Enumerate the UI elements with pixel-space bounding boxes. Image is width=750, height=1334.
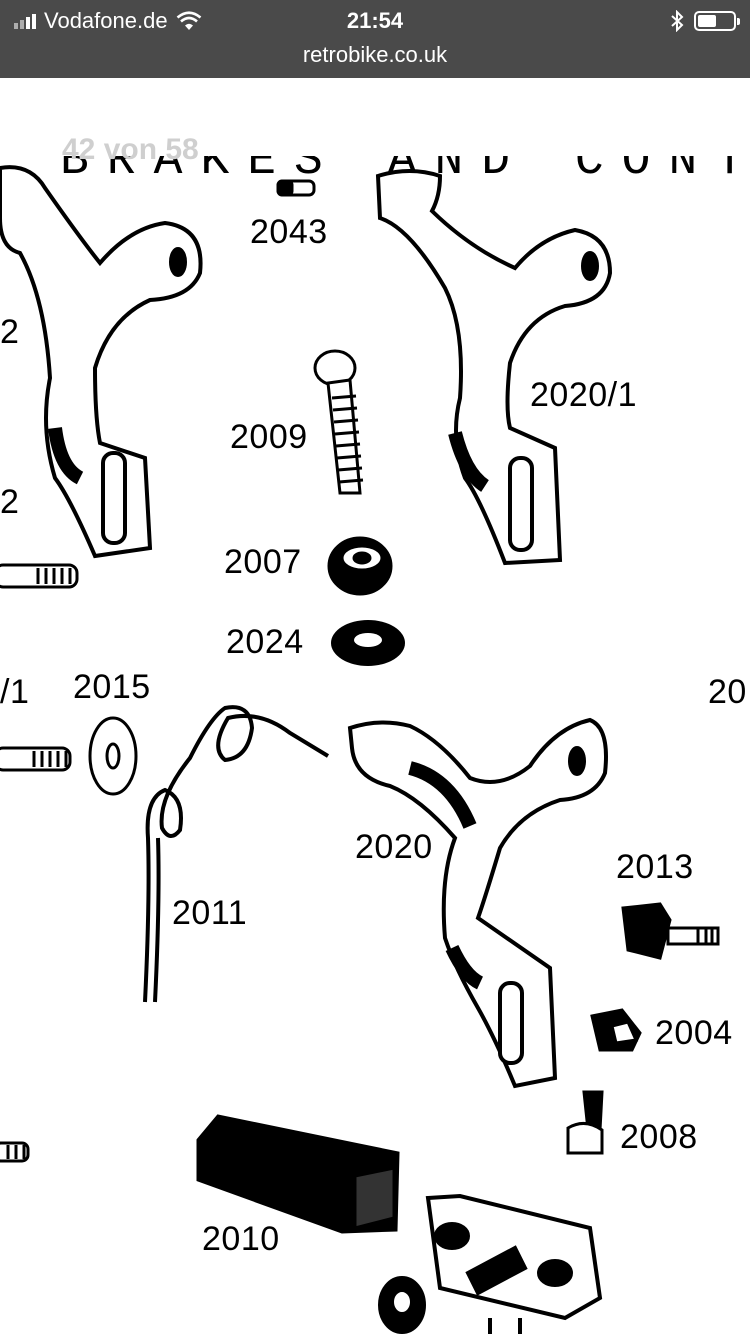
- part-2008-screw: [566, 1090, 604, 1155]
- bracket-assembly-bottom: [378, 1193, 603, 1334]
- part-2043-bolt: [276, 179, 316, 197]
- signal-icon: [14, 13, 36, 29]
- pin-left-top: [0, 563, 79, 589]
- pin-left-mid: [0, 746, 72, 772]
- wifi-icon: [176, 11, 201, 30]
- label-2013: 2013: [616, 848, 694, 886]
- label-2043: 2043: [250, 213, 328, 251]
- battery-icon: [694, 11, 740, 31]
- label-edge-left-2a: 2: [0, 313, 20, 351]
- label-edge-right-20: 20: [708, 673, 747, 711]
- label-edge-left-1: /1: [0, 673, 30, 711]
- part-2011-spring: [143, 705, 330, 1003]
- part-2007-nut: [327, 536, 393, 596]
- part-2009-bolt: [313, 349, 364, 495]
- label-2015: 2015: [73, 668, 151, 706]
- lever-left-partial: [0, 165, 203, 559]
- clock: 21:54: [346, 8, 404, 33]
- part-2004-block: [590, 1008, 642, 1052]
- label-2020: 2020: [355, 828, 433, 866]
- label-2010: 2010: [202, 1220, 280, 1258]
- url-label[interactable]: retrobike.co.uk: [302, 42, 448, 67]
- carrier-name: Vodafone.de: [44, 8, 168, 33]
- status-left: Vodafone.de: [14, 8, 202, 34]
- label-2024: 2024: [226, 623, 304, 661]
- part-2024-washer: [331, 620, 405, 666]
- label-2020-1: 2020/1: [530, 376, 637, 414]
- part-2020-lever: [347, 717, 608, 1089]
- status-bar: Vodafone.de 21:54 retrobike.co.uk: [0, 0, 750, 78]
- label-2009: 2009: [230, 418, 308, 456]
- document-viewer[interactable]: BRAKES AND CONTROL SY: [0, 78, 750, 1334]
- part-2010-block: [196, 1114, 400, 1234]
- bluetooth-icon: [671, 10, 684, 32]
- parts-illustration: [0, 165, 720, 1334]
- part-2020-1-lever: [375, 169, 613, 566]
- label-2004: 2004: [655, 1014, 733, 1052]
- status-right: [670, 8, 740, 34]
- part-2013-pivot: [621, 902, 720, 960]
- label-edge-left-2b: 2: [0, 483, 20, 521]
- part-2015-washer: [88, 716, 138, 796]
- page-counter: 42 von 58: [62, 133, 199, 166]
- label-2007: 2007: [224, 543, 302, 581]
- label-2008: 2008: [620, 1118, 698, 1156]
- pin-left-bottom: [0, 1141, 30, 1163]
- label-2011: 2011: [172, 894, 248, 932]
